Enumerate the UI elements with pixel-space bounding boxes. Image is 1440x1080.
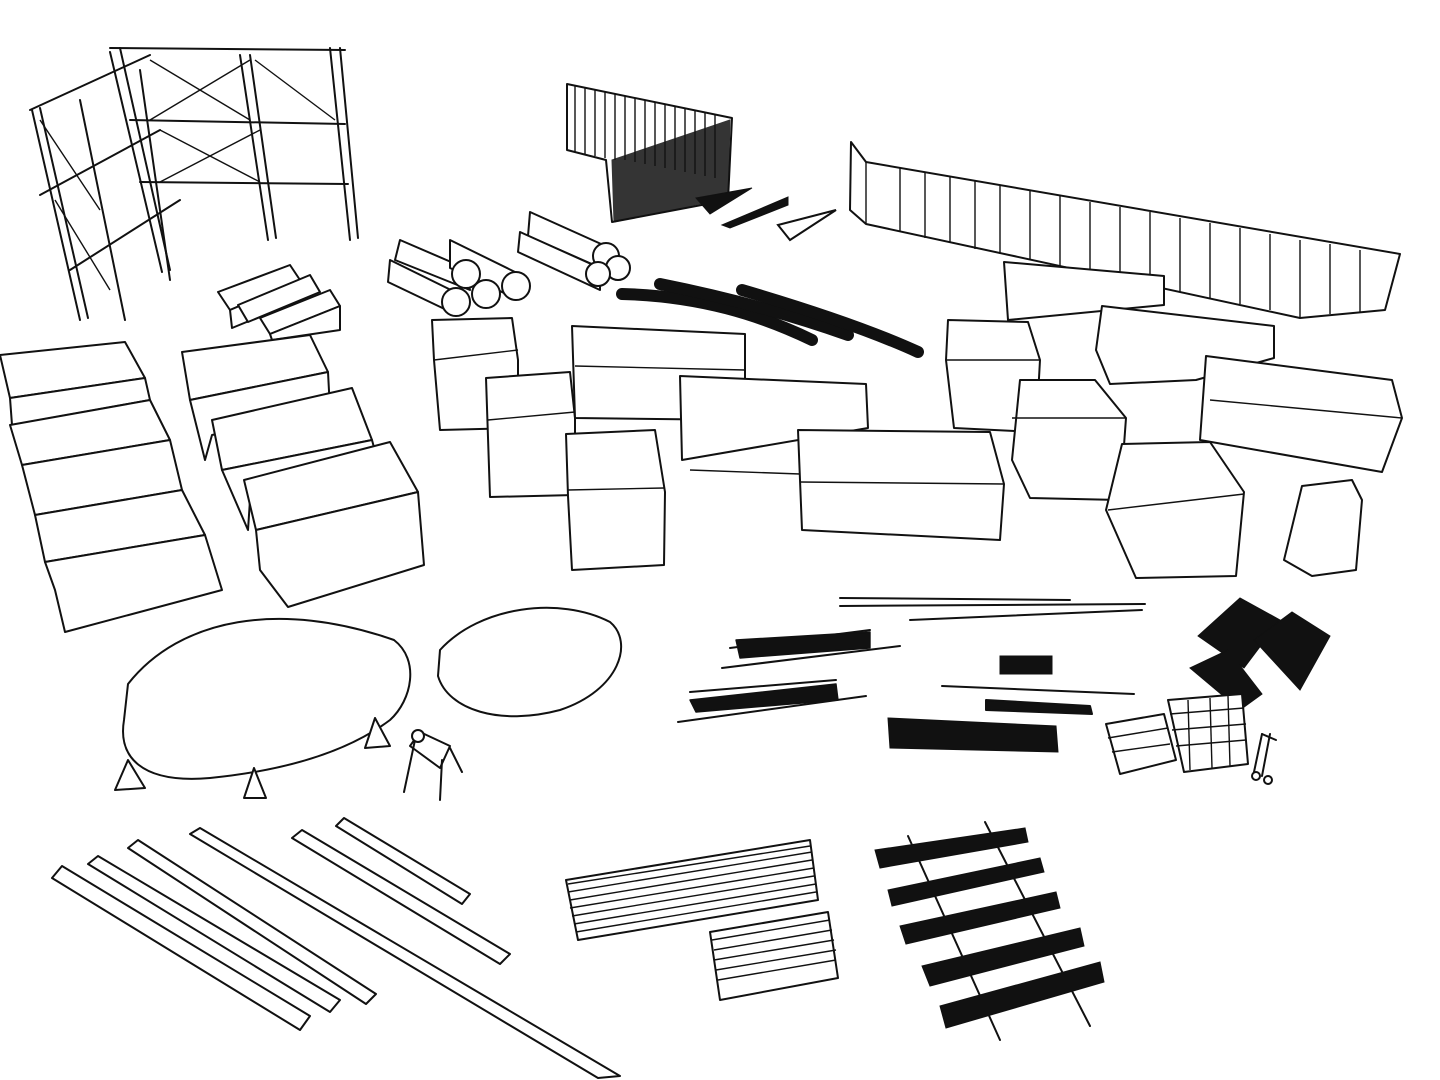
rail-track: [874, 821, 1105, 1041]
scaffolding: [29, 47, 359, 321]
fence-panels: [849, 141, 1401, 319]
hand-truck: [1251, 733, 1277, 785]
rebar-bundles: [677, 597, 1146, 753]
traffic-cones: [114, 717, 391, 799]
pipe-stack-right: [517, 211, 631, 291]
sandbag-boxes: [431, 261, 1403, 579]
steel-brackets: [695, 187, 837, 242]
block-stacks: [0, 334, 425, 633]
i-beams: [51, 817, 621, 1079]
brick-pallets: [1105, 693, 1249, 775]
concrete-barriers: [217, 264, 341, 341]
warning-sign: [403, 729, 463, 801]
gravel-piles: [122, 606, 623, 780]
steel-mesh-panels: [566, 83, 733, 223]
pipe-stack-left: [387, 239, 531, 317]
lumber-stacks: [565, 839, 839, 1001]
floor-mats: [1189, 597, 1331, 711]
black-hoses: [616, 278, 924, 358]
